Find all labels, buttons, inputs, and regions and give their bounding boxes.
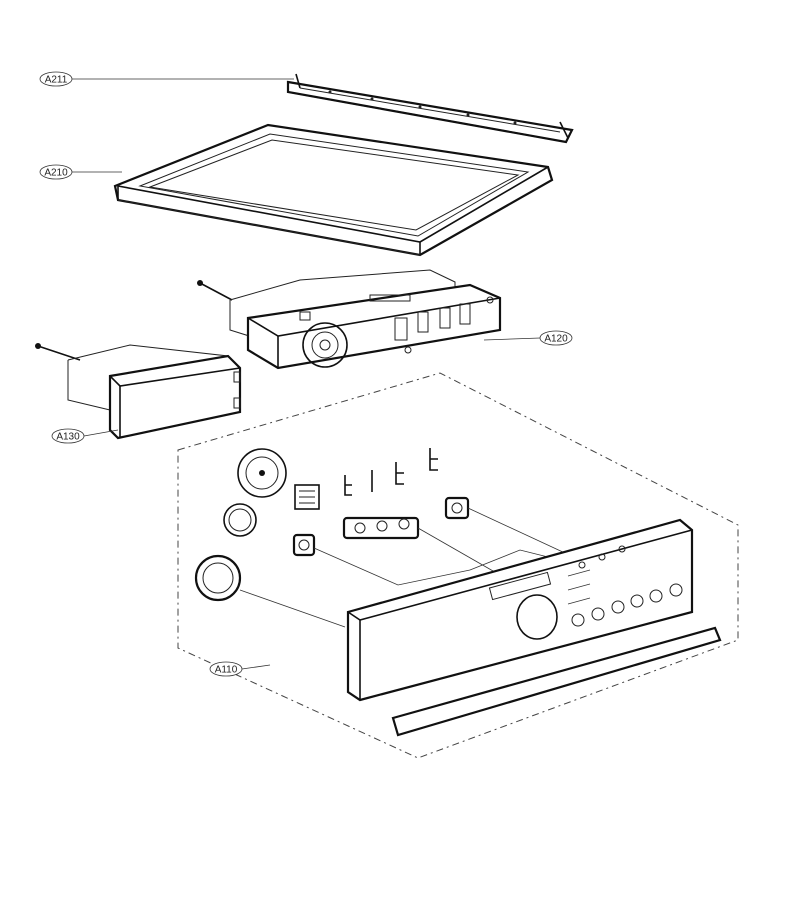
callout-label-a120: A120 (544, 334, 568, 345)
callout-a110: A110 (209, 661, 271, 677)
callout-label-a110: A110 (215, 665, 238, 676)
callout-label-a130: A130 (56, 432, 80, 443)
callout-a211: A211 (39, 71, 294, 87)
part-a211-rail (286, 73, 574, 144)
callout-a130: A130 (51, 428, 119, 444)
part-a120-pcb-assembly (197, 269, 502, 370)
part-a110-control-panel (346, 518, 722, 737)
callout-label-a211: A211 (45, 75, 68, 86)
a110-internal-parts (194, 448, 581, 628)
part-a210-top-cover (113, 123, 554, 257)
part-a130-sub-bracket (35, 343, 242, 440)
callout-label-a210: A210 (44, 168, 68, 179)
callout-a120: A120 (483, 330, 573, 346)
a110-group-boundary (177, 372, 739, 759)
callout-a210: A210 (39, 164, 122, 180)
